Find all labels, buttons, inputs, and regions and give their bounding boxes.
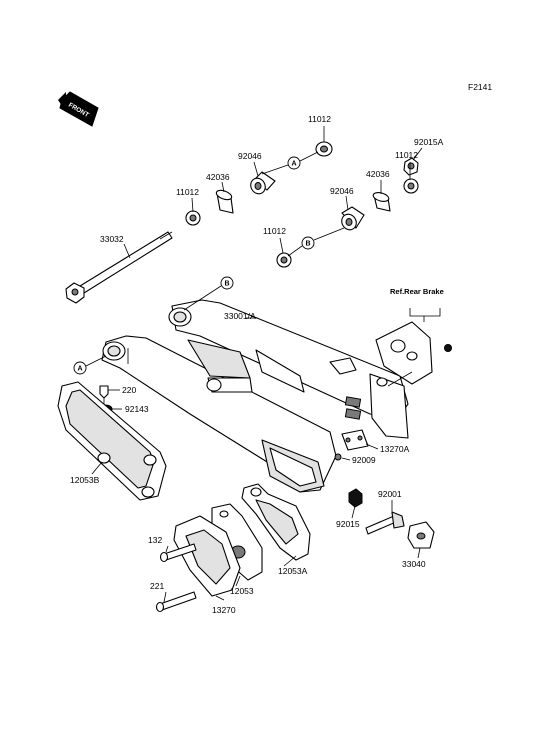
mark-b-lower: B [183,276,234,311]
plate-13270a [341,429,369,451]
svg-text:A: A [291,161,296,168]
figure-code: F2141 [468,82,492,92]
label-42036-right: 42036 [366,169,390,179]
sleeve-42036-left [215,189,234,214]
bearing-92046-upper [250,171,276,195]
bearing-92046-lower [341,206,365,231]
screw-92009 [334,453,342,461]
rear-brake-bracket [375,308,452,387]
label-13270: 13270 [212,605,236,615]
svg-text:A: A [77,366,82,373]
label-11012-left: 11012 [176,187,199,197]
chain-slider-12053b [57,381,167,501]
bolt-220 [99,385,109,404]
label-221: 221 [150,581,164,591]
label-92015a: 92015A [414,137,444,147]
guide-plate-13270 [173,515,241,597]
bolt-221 [155,591,197,613]
label-13270a: 13270A [380,444,410,454]
label-12053: 12053 [230,586,254,596]
label-11012-top: 11012 [308,114,331,124]
nut-92015 [348,488,363,508]
chain-guide-12053 [211,503,263,581]
bolt-132 [159,543,197,563]
label-33001a: 33001/A [224,311,256,321]
ref-rear-brake-note: Ref.Rear Brake [390,287,444,296]
collar-11012-right [403,178,419,194]
label-92143: 92143 [125,404,149,414]
leader-lines [91,126,423,603]
pivot-shaft-33032 [65,231,173,304]
label-12053a: 12053A [278,566,308,576]
label-12053b: 12053B [70,475,100,485]
svg-text:B: B [305,241,310,248]
svg-text:B: B [224,281,229,288]
label-92015: 92015 [336,519,360,529]
nut-92015a [403,157,419,176]
front-direction-icon: FRONT [58,91,99,127]
bolt-92001 [365,511,405,535]
sleeve-42036-right [372,192,391,212]
label-92009: 92009 [352,455,376,465]
adjuster-33040 [407,521,435,549]
label-92046-right: 92046 [330,186,354,196]
label-92046-top: 92046 [238,151,262,161]
mark-a-lower: A [73,355,107,375]
label-42036-left: 42036 [206,172,230,182]
collar-11012-left [185,210,201,226]
label-33040: 33040 [402,559,426,569]
mark-a-upper: A [261,151,319,175]
collar-11012-bottom [276,252,292,268]
swingarm-33001a [101,299,409,493]
label-132: 132 [148,535,162,545]
label-11012-right: 11012 [395,150,418,160]
mark-b-upper: B [287,227,345,257]
chain-guide-12053a [241,483,311,561]
label-33032: 33032 [100,234,124,244]
collar-11012-top [315,141,333,157]
label-92001: 92001 [378,489,402,499]
label-220: 220 [122,385,136,395]
label-11012-bottom: 11012 [263,226,286,236]
